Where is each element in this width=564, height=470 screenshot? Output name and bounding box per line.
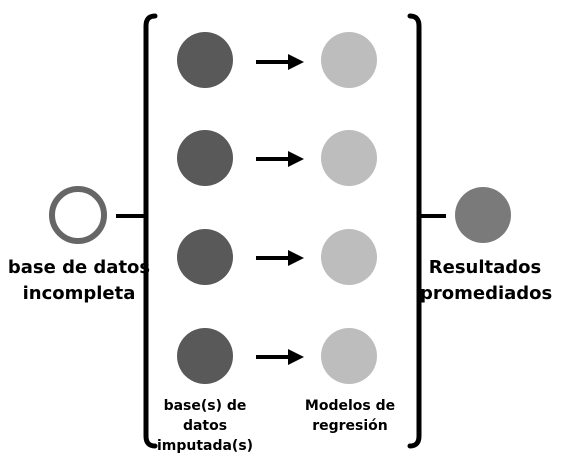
incomplete-dataset-node <box>49 186 107 244</box>
input-label: base de datos incompleta <box>7 257 151 304</box>
arrow-head <box>288 349 304 365</box>
arrow-head <box>288 54 304 70</box>
imputed-datasets-label: base(s) de datos imputada(s) <box>156 398 254 454</box>
pooled-results-node <box>455 187 511 243</box>
right-bracket <box>407 13 422 449</box>
regression-model-node <box>321 32 377 88</box>
regression-model-node <box>321 130 377 186</box>
left-bracket <box>143 13 158 449</box>
regression-models-label: Modelos de regresión <box>304 398 396 434</box>
imputed-dataset-node <box>177 130 233 186</box>
output-label: Resultados promediados <box>420 257 553 304</box>
imputed-dataset-node <box>177 229 233 285</box>
imputed-dataset-node <box>177 32 233 88</box>
regression-model-node <box>321 229 377 285</box>
arrow-head <box>288 250 304 266</box>
imputed-dataset-node <box>177 328 233 384</box>
arrow-head <box>288 151 304 167</box>
regression-model-node <box>321 328 377 384</box>
